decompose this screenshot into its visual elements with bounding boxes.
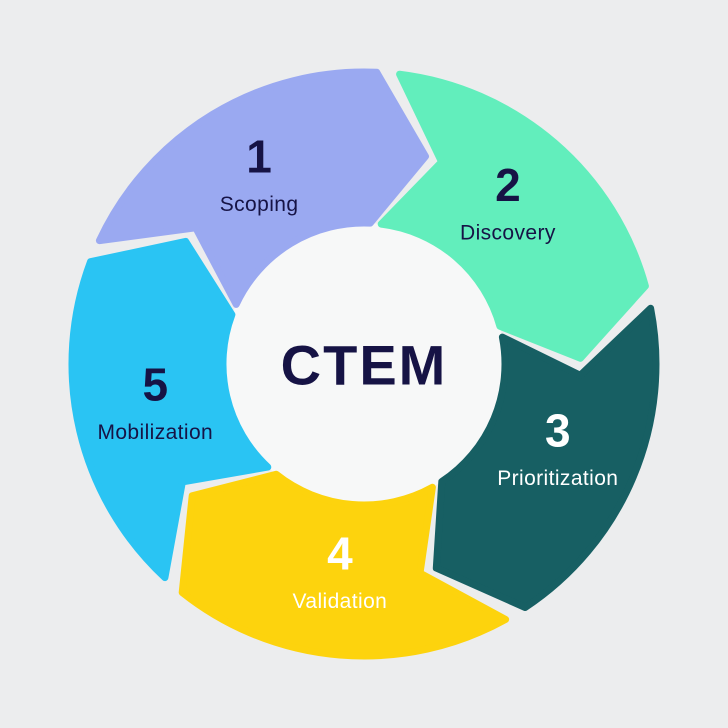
center-circle xyxy=(223,223,505,505)
segment-validation-shape xyxy=(178,470,510,660)
segment-discovery-label: Discovery xyxy=(460,222,556,245)
center-title: CTEM xyxy=(281,334,448,397)
segment-mobilization-number: 5 xyxy=(143,359,169,411)
segment-prioritization-label: Prioritization xyxy=(497,467,618,490)
segment-validation-label: Validation xyxy=(293,590,388,613)
segment-discovery-number: 2 xyxy=(495,159,521,211)
segment-mobilization-shape xyxy=(68,237,272,582)
segment-scoping-shape xyxy=(95,68,429,308)
segment-validation-number: 4 xyxy=(327,528,353,580)
segment-scoping-number: 1 xyxy=(246,131,272,183)
segment-prioritization-shape xyxy=(432,304,660,611)
segment-discovery-shape xyxy=(377,70,649,362)
segment-mobilization-label: Mobilization xyxy=(97,421,213,444)
segment-scoping-label: Scoping xyxy=(220,193,299,216)
segment-prioritization-number: 3 xyxy=(545,404,571,456)
